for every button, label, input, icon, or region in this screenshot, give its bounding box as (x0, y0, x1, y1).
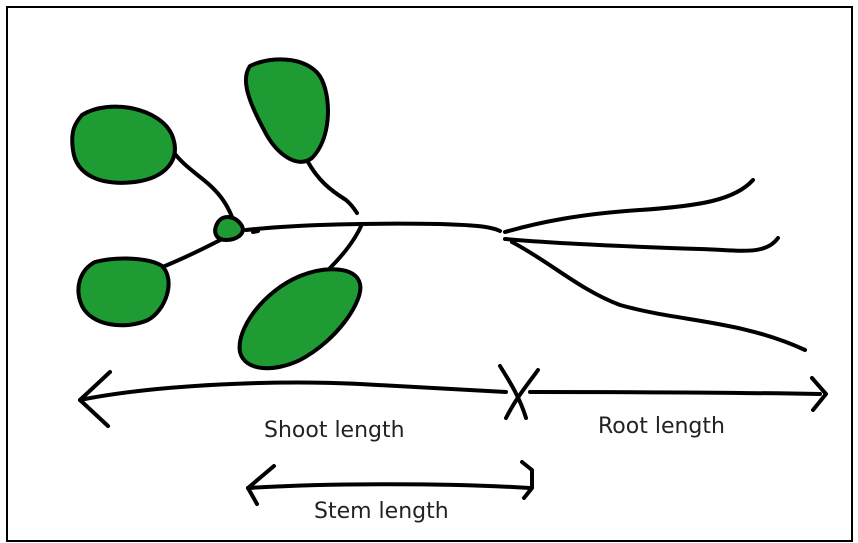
root-length-label: Root length (598, 414, 725, 439)
stem-length-label: Stem length (314, 499, 449, 524)
stem-node-tick (253, 231, 258, 232)
root-lower (512, 242, 805, 350)
petiole-bottom (330, 224, 362, 268)
measure-line-shoot (80, 383, 506, 400)
petiole-lower-left (160, 236, 228, 268)
leaf-upper-left (72, 107, 175, 183)
petiole-top (308, 162, 357, 213)
root-middle (505, 238, 778, 251)
stem-end-mark (522, 462, 532, 498)
leaf-lower-left (78, 259, 168, 326)
measure-line-root (530, 392, 820, 394)
measure-line-stem (248, 484, 530, 488)
main-stem (246, 224, 500, 231)
leaf-bottom (240, 269, 361, 368)
leaf-top (246, 59, 328, 161)
leaf-bud (215, 217, 243, 240)
shoot-length-label: Shoot length (264, 418, 405, 443)
root-upper (505, 180, 753, 232)
